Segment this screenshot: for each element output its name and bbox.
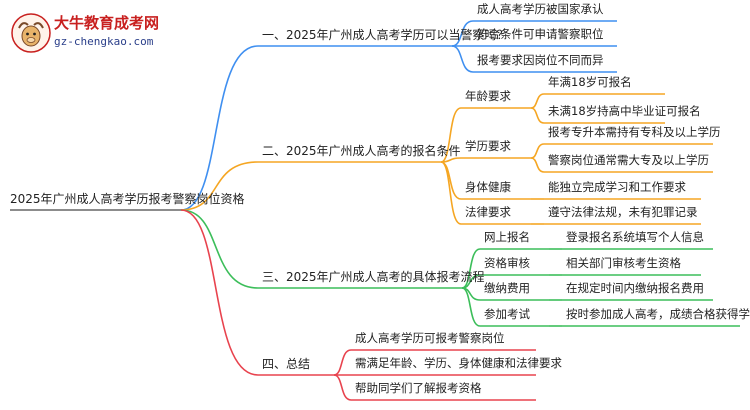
leaf-topic: 未满18岁持高中毕业证可报名 <box>548 104 701 118</box>
root-topic: 2025年广州成人高考学历报考警察岗位资格 <box>10 192 245 206</box>
leaf-topic: 成人高考学历被国家承认 <box>477 2 604 16</box>
leaf-topic: 符合条件可申请警察职位 <box>477 27 604 41</box>
leaf-connector <box>530 157 545 173</box>
branch-connector <box>180 209 259 289</box>
leaf-topic: 遵守法律法规，未有犯罪记录 <box>548 205 698 219</box>
subtopic-connector <box>461 248 481 289</box>
leaf-topic: 需满足年龄、学历、身体健康和法律要求 <box>355 356 562 370</box>
leaf-topic: 报考要求因岗位不同而异 <box>477 53 604 67</box>
leaf-connector <box>530 93 545 109</box>
subtopic: 资格审核 <box>484 256 530 270</box>
site-logo: 大牛教育成考网 gz-chengkao.com <box>10 12 180 56</box>
branch-connector <box>180 209 259 376</box>
mascot-icon <box>11 13 51 53</box>
subtopic: 网上报名 <box>484 230 530 244</box>
logo-title: 大牛教育成考网 <box>54 14 160 32</box>
leaf-topic: 相关部门审核考生资格 <box>566 256 681 270</box>
leaf-topic: 年满18岁可报名 <box>548 75 632 89</box>
branch-topic: 三、2025年广州成人高考的具体报考流程 <box>262 270 485 284</box>
branch-topic: 二、2025年广州成人高考的报名条件 <box>262 144 461 158</box>
subtopic-connector <box>440 107 462 163</box>
subtopic: 身体健康 <box>465 180 511 194</box>
leaf-topic: 报考专升本需持有专科及以上学历 <box>548 125 721 139</box>
subtopic: 缴纳费用 <box>484 281 530 295</box>
leaf-connector <box>333 374 352 401</box>
leaf-connector <box>451 45 474 73</box>
branch-topic: 四、总结 <box>262 357 311 371</box>
leaf-topic: 登录报名系统填写个人信息 <box>566 230 704 244</box>
leaf-topic: 在规定时间内缴纳报名费用 <box>566 281 704 295</box>
leaf-topic: 帮助同学们了解报考资格 <box>355 381 482 395</box>
leaf-connector <box>530 143 545 159</box>
logo-url: gz-chengkao.com <box>54 35 154 48</box>
branch-connector <box>180 161 259 211</box>
leaf-topic: 按时参加成人高考，成绩合格获得学历证书 <box>566 307 750 321</box>
branch-topic: 一、2025年广州成人高考学历可以当警察吗？ <box>262 28 509 42</box>
leaf-topic: 成人高考学历可报考警察岗位 <box>355 331 505 345</box>
subtopic-connector <box>461 287 481 327</box>
branch-connector <box>180 45 259 211</box>
leaf-topic: 警察岗位通常需大专及以上学历 <box>548 153 709 167</box>
subtopic: 参加考试 <box>484 307 530 321</box>
subtopic: 年龄要求 <box>465 89 511 103</box>
subtopic-connector <box>440 161 462 225</box>
subtopic: 学历要求 <box>465 139 511 153</box>
leaf-topic: 能独立完成学习和工作要求 <box>548 180 686 194</box>
leaf-connector <box>333 349 352 376</box>
leaf-connector <box>530 107 545 124</box>
subtopic: 法律要求 <box>465 205 511 219</box>
